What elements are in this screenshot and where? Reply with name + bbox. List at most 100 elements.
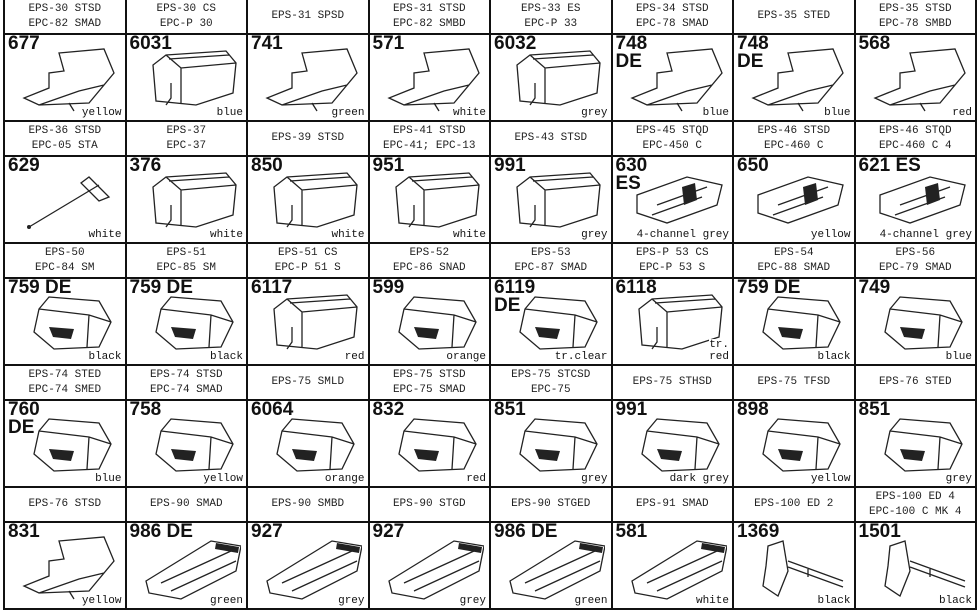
- stylus-cell[interactable]: 6118 tr. red: [612, 279, 734, 366]
- stylus-color: white: [452, 229, 486, 241]
- stylus-slide-drawing-icon: [384, 531, 485, 603]
- stylus-cell[interactable]: 6117 red: [248, 279, 370, 366]
- stylus-cell[interactable]: 6031 blue: [126, 35, 248, 122]
- stylus-cell[interactable]: 630 ES 4-channel grey: [612, 157, 734, 244]
- stylus-cell[interactable]: 568 red: [855, 35, 977, 122]
- stylus-color: black: [938, 595, 972, 607]
- model-code: EPS-30 CS: [156, 2, 216, 15]
- model-code: EPC-41; EPC-13: [383, 139, 476, 152]
- stylus-cell[interactable]: 748 DE blue: [734, 35, 856, 122]
- model-code: EPS-41 STSD: [392, 124, 466, 137]
- stylus-cell[interactable]: 986 DE green: [491, 523, 613, 610]
- model-code: EPS-90 SMAD: [149, 498, 223, 510]
- stylus-cell[interactable]: 986 DE green: [126, 523, 248, 610]
- model-header: EPS-39 STSD: [248, 122, 370, 157]
- model-code: EPS-33 ES: [521, 2, 581, 15]
- stylus-number: 630 ES: [615, 157, 648, 194]
- stylus-color: green: [209, 595, 243, 607]
- stylus-color: grey: [581, 107, 608, 119]
- stylus-color: white: [452, 107, 486, 119]
- stylus-number: 6117: [251, 279, 293, 298]
- stylus-box-drawing-icon: [505, 165, 605, 237]
- stylus-number: 748 DE: [615, 35, 648, 72]
- stylus-cell[interactable]: 6032 grey: [491, 35, 613, 122]
- stylus-cell[interactable]: 759 DE black: [734, 279, 856, 366]
- stylus-color: tr.clear: [554, 351, 608, 363]
- stylus-box-drawing-icon: [262, 287, 362, 359]
- stylus-cell[interactable]: 951 white: [369, 157, 491, 244]
- stylus-arm-drawing-icon: [748, 531, 848, 603]
- stylus-cell[interactable]: 650 yellow: [734, 157, 856, 244]
- stylus-arm-drawing-icon: [870, 531, 970, 603]
- stylus-cell[interactable]: 832 red: [369, 401, 491, 488]
- model-code: EPS-100 ED 2: [754, 498, 834, 510]
- model-header: EPS-90 SMAD: [126, 488, 248, 523]
- stylus-row: 759 DE black 759 DE black 6117 red 599 o…: [3, 279, 977, 366]
- stylus-cell[interactable]: 759 DE black: [5, 279, 127, 366]
- stylus-number: 599: [372, 279, 405, 298]
- model-code: EPS-31 STSD: [392, 2, 466, 15]
- stylus-block-drawing-icon: [505, 287, 605, 359]
- stylus-cell[interactable]: 831 yellow: [5, 523, 127, 610]
- stylus-cell[interactable]: 991 dark grey: [612, 401, 734, 488]
- stylus-cell[interactable]: 571 white: [369, 35, 491, 122]
- stylus-color: red: [952, 107, 972, 119]
- stylus-cell[interactable]: 6119 DE tr.clear: [491, 279, 613, 366]
- stylus-color: yellow: [81, 595, 122, 607]
- stylus-cell[interactable]: 677 yellow: [5, 35, 127, 122]
- stylus-cell[interactable]: 759 DE black: [126, 279, 248, 366]
- stylus-cell[interactable]: 741 green: [248, 35, 370, 122]
- stylus-cell[interactable]: 749 blue: [855, 279, 977, 366]
- model-code: EPS-91 SMAD: [635, 498, 709, 510]
- stylus-color: yellow: [810, 229, 851, 241]
- stylus-cell[interactable]: 581 white: [612, 523, 734, 610]
- stylus-cell[interactable]: 760 DE blue: [5, 401, 127, 488]
- stylus-cell[interactable]: 1501 black: [855, 523, 977, 610]
- model-code: EPC-P 30: [159, 17, 213, 30]
- model-code: EPS-31 SPSD: [271, 10, 345, 22]
- stylus-cell[interactable]: 851 grey: [855, 401, 977, 488]
- stylus-cell[interactable]: 758 yellow: [126, 401, 248, 488]
- stylus-color: black: [817, 595, 851, 607]
- stylus-box-drawing-icon: [627, 287, 727, 359]
- stylus-color: red: [344, 351, 365, 363]
- stylus-color: black: [209, 351, 243, 363]
- stylus-cell[interactable]: 6064 orange: [248, 401, 370, 488]
- stylus-cell[interactable]: 599 orange: [369, 279, 491, 366]
- stylus-cell[interactable]: 850 white: [248, 157, 370, 244]
- stylus-cell[interactable]: 629 white: [5, 157, 127, 244]
- stylus-cell[interactable]: 927 grey: [248, 523, 370, 610]
- stylus-wedge-drawing-icon: [748, 43, 848, 115]
- model-code: EPS-43 STSD: [514, 132, 588, 144]
- model-header: EPS-75 TFSD: [734, 366, 856, 401]
- model-code: EPS-74 STED: [28, 368, 102, 381]
- stylus-cell[interactable]: 376 white: [126, 157, 248, 244]
- stylus-color: green: [574, 595, 608, 607]
- stylus-cell[interactable]: 991 grey: [491, 157, 613, 244]
- stylus-cell[interactable]: 748 DE blue: [612, 35, 734, 122]
- stylus-cell[interactable]: 851 grey: [491, 401, 613, 488]
- stylus-number: 581: [615, 523, 648, 542]
- stylus-color: red: [466, 473, 486, 485]
- stylus-color: orange: [324, 473, 365, 485]
- stylus-cell[interactable]: 621 ES 4-channel grey: [855, 157, 977, 244]
- stylus-cell[interactable]: 927 grey: [369, 523, 491, 610]
- model-code: EPS-75 SMLD: [271, 376, 345, 388]
- stylus-cell[interactable]: 898 yellow: [734, 401, 856, 488]
- stylus-number: 6031: [129, 35, 172, 54]
- stylus-cell[interactable]: 1369 black: [734, 523, 856, 610]
- stylus-box-drawing-icon: [141, 43, 241, 115]
- stylus-wedge-drawing-icon: [384, 43, 484, 115]
- model-header: EPS-100 ED 2: [734, 488, 856, 523]
- model-code: EPC-74 SMED: [28, 383, 102, 396]
- model-code: EPC-87 SMAD: [514, 261, 588, 274]
